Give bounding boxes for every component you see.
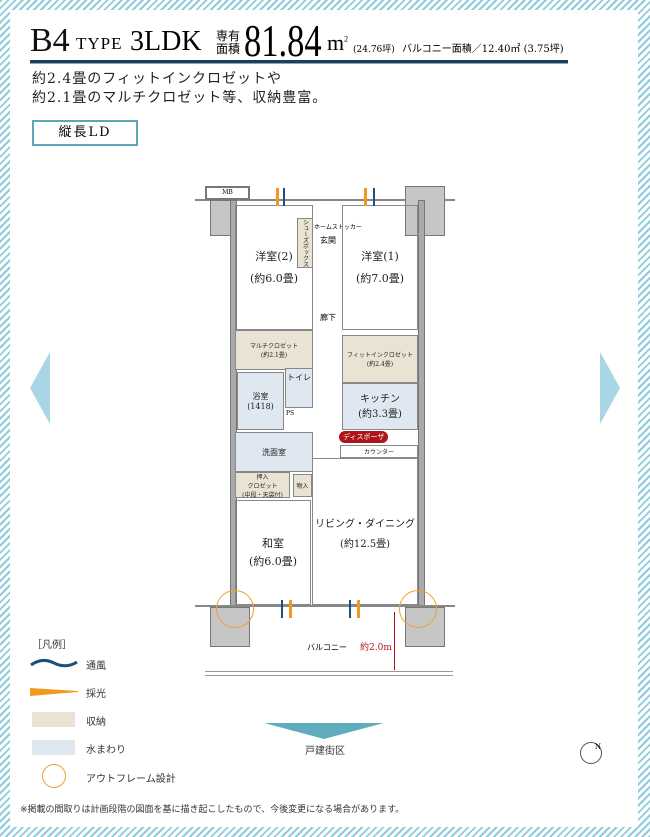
wave-icon xyxy=(30,658,78,668)
title-rule xyxy=(30,60,568,64)
balcony-area: バルコニー面積／12.40㎡ (3.75坪) xyxy=(402,44,564,55)
room-size: (約12.5畳) xyxy=(339,539,391,550)
type-word: TYPE xyxy=(76,34,123,53)
right-wall xyxy=(418,200,425,607)
street-label: 戸建街区 xyxy=(305,746,345,757)
top-wall xyxy=(195,199,455,201)
compass-icon: N xyxy=(580,742,602,764)
content-panel xyxy=(10,10,638,827)
description-line: 約2.1畳のマルチクロゼット等、収納豊富。 xyxy=(32,90,328,106)
home-stocker-label: ホームストッカー xyxy=(314,224,362,231)
room-label: リビング・ダイニング xyxy=(315,519,415,530)
multi-closet: マルチクロゼット (約2.1畳) xyxy=(235,330,313,370)
area-label: 専有面積 xyxy=(216,30,240,56)
description: 約2.4畳のフィットインクロゼットや約2.1畳のマルチクロゼット等、収納豊富。 xyxy=(32,70,327,108)
kitchen: キッチン (約3.3畳) xyxy=(342,383,418,430)
room-size: (約2.1畳) xyxy=(260,352,288,359)
legend-label: 収納 xyxy=(86,717,106,728)
depth-arrow-icon xyxy=(394,612,395,670)
column xyxy=(405,186,445,236)
counter: カウンター xyxy=(340,445,418,458)
room-label: 洋室(2) xyxy=(255,249,293,263)
wind-icon xyxy=(281,600,283,618)
legend-label: 採光 xyxy=(86,689,106,700)
area-unit-sup: 2 xyxy=(344,34,349,44)
hallway-label: 廊下 xyxy=(320,313,336,322)
light-icon xyxy=(357,600,360,618)
legend-label: 通風 xyxy=(86,661,106,672)
room-label: 浴室 xyxy=(252,392,269,401)
balcony-depth: 約2.0m xyxy=(360,643,392,653)
type-code: B4 xyxy=(30,22,70,59)
room-label: キッチン xyxy=(360,393,400,405)
room-size: (1418) xyxy=(247,402,274,411)
compass-north: N xyxy=(594,743,601,751)
room-size: (約7.0畳) xyxy=(355,271,405,285)
wind-icon xyxy=(373,188,375,206)
room-western-1: 洋室(1) (約7.0畳) xyxy=(342,205,418,330)
light-icon xyxy=(289,600,292,618)
japanese-room: 和室 (約6.0畳) xyxy=(235,500,311,605)
room-label: マルチクロゼット xyxy=(249,343,298,350)
shoe-box-label: シューズボックス xyxy=(301,219,309,267)
area-unit-m: m xyxy=(327,30,345,55)
area-label-2: 面積 xyxy=(216,42,241,56)
outframe-circle-icon xyxy=(216,590,254,628)
street-arrow-icon xyxy=(264,723,384,739)
room-label: クロゼット xyxy=(247,482,278,490)
shoe-box: シューズボックス xyxy=(297,218,313,268)
light-icon xyxy=(276,188,279,206)
legend-label: 水まわり xyxy=(86,745,126,756)
area-label-1: 専有 xyxy=(216,29,241,43)
toilet: トイレ xyxy=(285,368,313,408)
room-label: 和室 xyxy=(262,536,284,550)
room-size: (約6.0畳) xyxy=(249,271,299,285)
area-tsubo: (24.76坪) xyxy=(353,45,395,55)
next-arrow-icon[interactable] xyxy=(600,352,620,424)
light-icon xyxy=(364,188,367,206)
circle-icon xyxy=(42,764,66,788)
bottom-wall xyxy=(195,605,455,607)
disposer-badge: ディスポーザ xyxy=(339,431,389,443)
light-wedge-icon xyxy=(30,688,78,696)
footnote: ※掲載の間取りは計画段階の図面を基に描き起こしたもので、今後変更になる場合があり… xyxy=(20,805,405,815)
layout-tag: 縦長LD xyxy=(32,120,138,146)
storage-swatch xyxy=(32,712,75,727)
layout-label: 3LDK xyxy=(130,26,202,57)
room-size: (約2.4畳) xyxy=(366,361,394,368)
legend-label: アウトフレーム設計 xyxy=(86,774,176,785)
room-size: (約6.0畳) xyxy=(248,554,298,568)
wind-icon xyxy=(349,600,351,618)
bathroom: 浴室(1418) xyxy=(237,372,284,430)
room-label: 押入 xyxy=(256,473,269,481)
washroom: 洗面室 xyxy=(235,432,313,472)
room-label: 洋室(1) xyxy=(361,249,399,263)
living-dining: リビング・ダイニング (約12.5畳) xyxy=(312,458,418,605)
prev-arrow-icon[interactable] xyxy=(30,352,50,424)
storage: 物入 xyxy=(293,474,312,497)
oshiire-closet: 押入クロゼット(中段・天袋付) xyxy=(235,472,290,499)
room-note: (中段・天袋付) xyxy=(242,491,283,499)
wind-icon xyxy=(283,188,285,206)
balcony-label: バルコニー xyxy=(307,643,347,652)
room-label: フィットインクロゼット xyxy=(347,352,413,359)
room-size: (約3.3畳) xyxy=(358,408,402,420)
genkan-label: 玄関 xyxy=(320,236,336,245)
mb-box: MB xyxy=(205,186,250,200)
description-line: 約2.4畳のフィットインクロゼットや xyxy=(32,71,282,87)
fit-in-closet: フィットインクロゼット (約2.4畳) xyxy=(342,335,418,383)
ps-label: PS xyxy=(286,410,295,417)
balcony-rail xyxy=(205,671,453,676)
water-swatch xyxy=(32,740,75,755)
area-unit: m2 xyxy=(327,30,348,56)
area-value: 81.84 xyxy=(244,15,322,66)
legend-title: ［凡例］ xyxy=(32,640,72,651)
outframe-circle-icon xyxy=(399,590,437,628)
